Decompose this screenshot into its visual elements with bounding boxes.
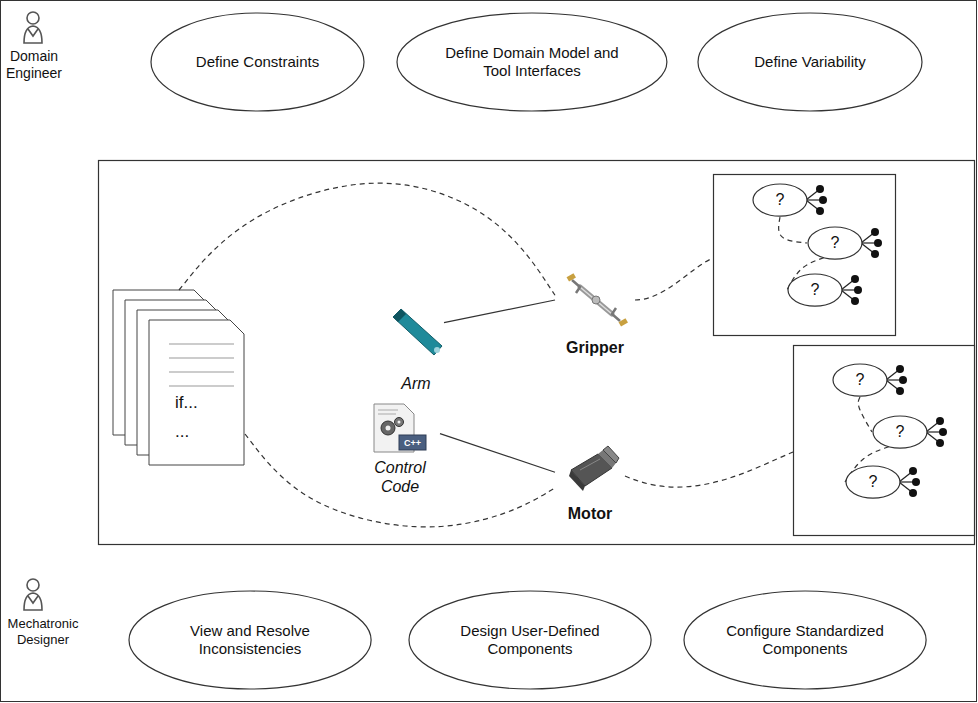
variability-link <box>625 452 793 487</box>
use-case-ellipse: Define Constraints <box>150 12 365 112</box>
variability-link <box>635 258 713 300</box>
part-label: Arm <box>388 305 444 393</box>
node-text: ? <box>831 233 840 252</box>
option-dot <box>912 478 920 486</box>
feature-ellipse: ? <box>845 465 901 499</box>
node-text: Define Constraints <box>196 53 319 71</box>
option-dot <box>939 428 947 436</box>
node-text: Define Variability <box>754 53 865 71</box>
node-text: ? <box>811 280 820 299</box>
ellipse-outline <box>397 13 667 111</box>
option-dot <box>871 250 879 258</box>
document-stack <box>113 290 244 465</box>
ellipse-outline <box>846 466 900 498</box>
node-text: ? <box>856 370 865 389</box>
use-case-ellipse: Design User-Defined Components <box>408 590 652 690</box>
text-line <box>169 344 234 345</box>
option-dot <box>854 286 862 294</box>
feature-tree-box <box>794 346 975 536</box>
option-dot <box>909 467 917 475</box>
option-dot <box>816 207 824 215</box>
option-dot <box>896 365 904 373</box>
language-tag: C++ <box>399 436 426 451</box>
option-dot <box>874 239 882 247</box>
code-file-icon <box>374 404 426 452</box>
ellipse-outline <box>753 184 807 216</box>
model-panel <box>99 161 975 545</box>
text-line <box>169 386 234 387</box>
feature-options <box>806 185 947 497</box>
motor-icon <box>569 446 619 491</box>
arm-icon <box>393 309 442 355</box>
node-text: if... <box>175 393 198 413</box>
feature-ellipse: ? <box>787 273 843 307</box>
option-dot <box>819 196 827 204</box>
node-text: View and Resolve Inconsistencies <box>165 622 335 658</box>
feature-tree-box <box>714 175 896 336</box>
ellipse-outline <box>833 364 887 396</box>
use-case-ellipse: View and Resolve Inconsistencies <box>128 590 372 690</box>
ellipse-outline <box>788 274 842 306</box>
option-dot <box>871 228 879 236</box>
node-text: ? <box>776 190 785 209</box>
text-line <box>169 372 234 373</box>
option-dot <box>896 387 904 395</box>
part-label: Gripper <box>555 262 635 357</box>
node-text: ... <box>175 422 189 442</box>
feature-ellipse: ? <box>872 415 928 449</box>
use-case-ellipse: Define Variability <box>697 12 923 112</box>
feature-ellipse: ? <box>832 363 888 397</box>
person-icon <box>24 12 42 43</box>
part-label: Control Code <box>360 400 440 496</box>
part-label: Motor <box>555 445 625 523</box>
person-icon <box>24 579 42 610</box>
node-text: Design User-Defined Components <box>445 622 615 658</box>
actor-name: Mechatronic Designer <box>2 616 84 647</box>
document-page <box>149 320 244 465</box>
option-dot <box>851 275 859 283</box>
node-text: ? <box>896 422 905 441</box>
feature-ellipse: ? <box>752 183 808 217</box>
use-case-ellipse: Configure Standardized Components <box>683 590 927 690</box>
ellipse-outline <box>684 591 926 689</box>
dashed-trace-link <box>245 434 555 527</box>
node-text: Define Domain Model and Tool Interfaces <box>437 44 627 80</box>
ellipse-outline <box>129 591 371 689</box>
feature-ellipse: ? <box>807 226 863 260</box>
part-link <box>440 434 555 473</box>
node-text: Motor <box>568 504 612 523</box>
option-dot <box>816 185 824 193</box>
node-text: Control Code <box>368 458 432 496</box>
dashed-trace-link <box>179 183 555 295</box>
text-line <box>169 358 234 359</box>
ellipse-outline <box>698 13 922 111</box>
node-text: Gripper <box>566 338 624 357</box>
ellipse-outline <box>808 227 862 259</box>
dashed-trace-link <box>858 397 872 432</box>
use-case-ellipse: Define Domain Model and Tool Interfaces <box>396 12 668 112</box>
option-dot <box>936 417 944 425</box>
part-link <box>444 300 555 323</box>
ellipse-outline <box>873 416 927 448</box>
actor-name: Domain Engineer <box>2 48 66 82</box>
option-dot <box>851 297 859 305</box>
dashed-trace-link <box>779 217 807 243</box>
node-text: ? <box>869 472 878 491</box>
node-text: Configure Standardized Components <box>720 622 890 658</box>
option-dot <box>909 489 917 497</box>
option-dot <box>936 439 944 447</box>
option-dot <box>899 376 907 384</box>
ellipse-outline <box>409 591 651 689</box>
gripper-icon <box>567 273 628 326</box>
node-text: Arm <box>401 374 430 393</box>
document-stack: if...... <box>113 290 245 470</box>
ellipse-outline <box>151 13 364 111</box>
